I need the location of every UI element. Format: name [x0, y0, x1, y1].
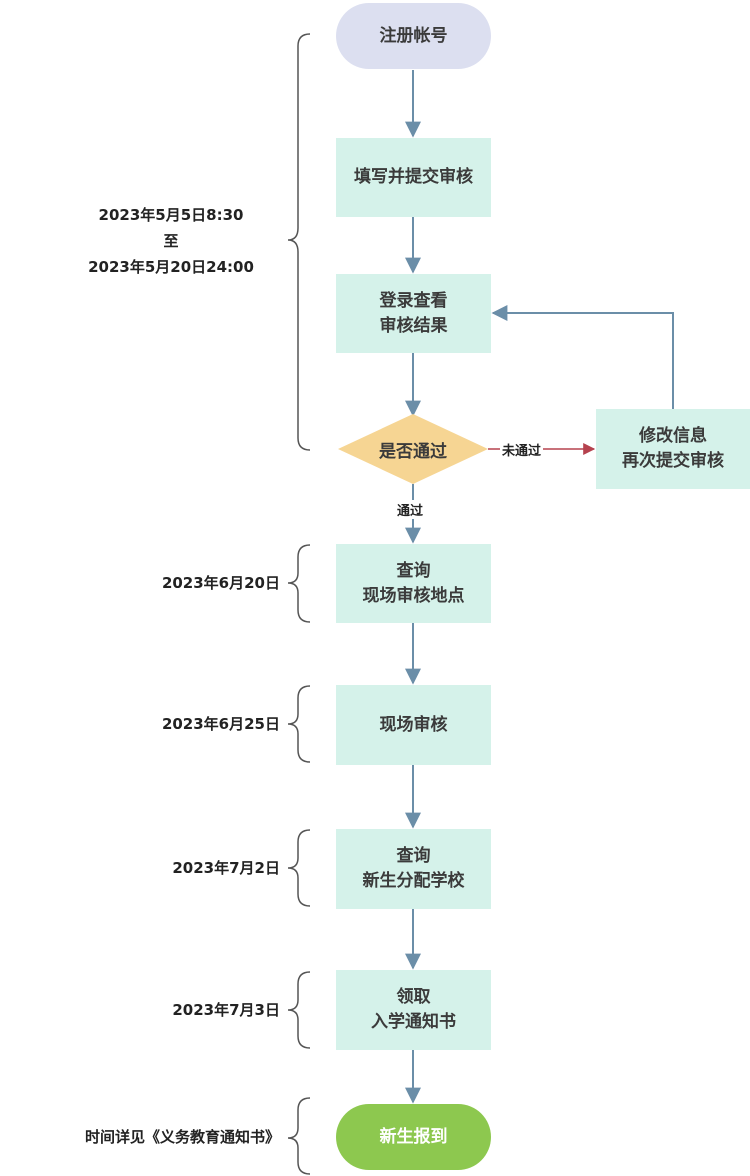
arrow-modify-back-to-login — [491, 305, 674, 409]
bracket-phase6 — [287, 1097, 311, 1175]
bracket-phase2 — [287, 544, 311, 623]
time-label-phase6: 时间详见《义务教育通知书》 — [84, 1128, 280, 1146]
decision-label: 是否通过 — [379, 441, 447, 462]
process-modify: 修改信息 再次提交审核 — [596, 409, 750, 489]
process-get-notice: 领取 入学通知书 — [336, 970, 491, 1050]
process-fill-submit: 填写并提交审核 — [336, 138, 491, 217]
bracket-phase4 — [287, 829, 311, 907]
bracket-phase5 — [287, 971, 311, 1049]
time-label-phase2: 2023年6月20日 — [161, 574, 280, 592]
decision-diamond — [338, 414, 488, 484]
process-query-site: 查询 现场审核地点 — [336, 544, 491, 623]
edge-label-not-passed: 未通过 — [500, 440, 544, 459]
process-login-check: 登录查看 审核结果 — [336, 274, 491, 353]
time-label-phase1: 2023年5月5日8:30 至 2023年5月20日24:00 — [88, 206, 254, 276]
process-onsite-review: 现场审核 — [336, 685, 491, 765]
bracket-phase1 — [287, 33, 311, 451]
edge-label-passed: 通过 — [395, 500, 426, 519]
process-query-school: 查询 新生分配学校 — [336, 829, 491, 909]
start-node-register: 注册帐号 — [336, 3, 491, 69]
time-label-phase5: 2023年7月3日 — [172, 1001, 280, 1019]
end-node-report: 新生报到 — [336, 1104, 491, 1170]
bracket-phase3 — [287, 685, 311, 763]
time-label-phase3: 2023年6月25日 — [161, 715, 280, 733]
time-label-phase4: 2023年7月2日 — [172, 859, 280, 877]
